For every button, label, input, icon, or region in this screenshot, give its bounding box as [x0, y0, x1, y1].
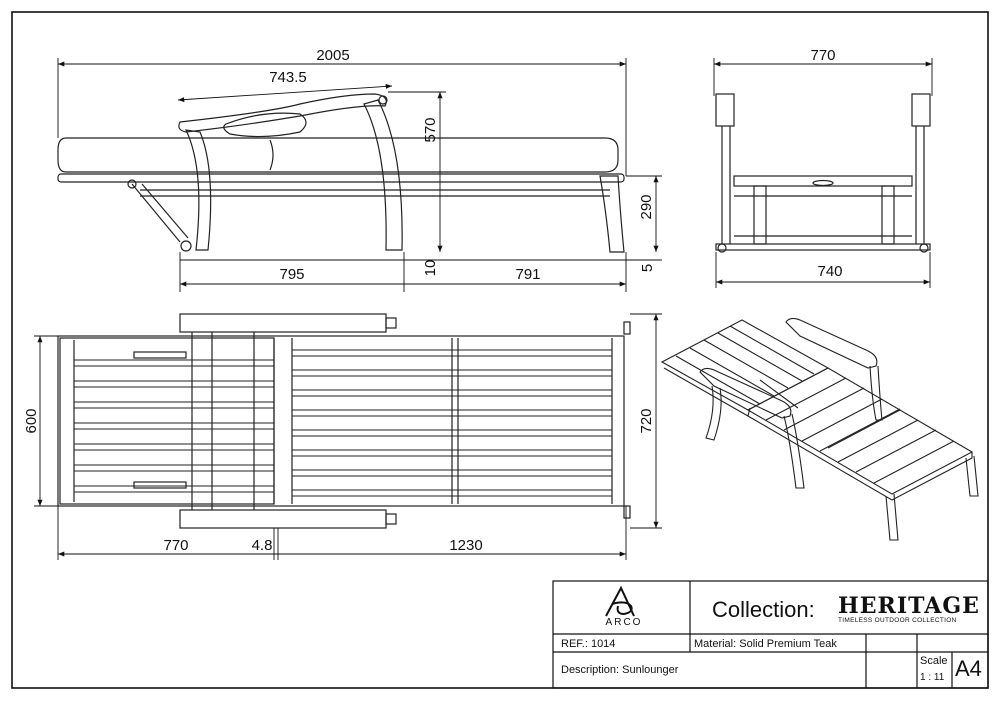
- dim-740-end: 740: [817, 263, 842, 280]
- description-text: Description: Sunlounger: [561, 664, 679, 676]
- side-view-dimensions: [57, 58, 662, 292]
- paper-size: A4: [955, 656, 982, 681]
- drawing-border: [11, 11, 989, 689]
- side-view: [57, 93, 625, 253]
- dim-10: 10: [422, 260, 439, 277]
- logo-name: ARCO: [605, 617, 643, 628]
- scale-value: 1 : 11: [920, 672, 945, 683]
- dim-770-end: 770: [810, 47, 835, 64]
- dim-770-plan: 770: [163, 537, 188, 554]
- end-view-dimensions: [713, 58, 933, 288]
- scale-label: Scale: [920, 655, 948, 667]
- brand-tagline: TIMELESS OUTDOOR COLLECTION: [838, 617, 957, 624]
- dim-791: 791: [515, 266, 540, 283]
- arco-logo-icon: [605, 585, 635, 617]
- material-text: Material: Solid Premium Teak: [694, 638, 837, 650]
- brand-name: HERITAGE: [838, 593, 980, 619]
- dim-5: 5: [639, 264, 656, 272]
- isometric-view: [660, 317, 979, 541]
- plan-view-dimensions: [34, 313, 662, 560]
- plan-view-slats: [74, 349, 612, 497]
- dim-720: 720: [638, 408, 655, 433]
- dim-600: 600: [23, 408, 40, 433]
- ref-number: REF.: 1014: [561, 638, 616, 650]
- end-view: [715, 93, 931, 253]
- dim-4-8: 4.8: [252, 537, 273, 554]
- dim-1230: 1230: [449, 537, 482, 554]
- collection-label: Collection:: [712, 597, 815, 622]
- title-block-grid: [552, 580, 989, 689]
- dim-795: 795: [279, 266, 304, 283]
- dim-290: 290: [638, 194, 655, 219]
- dim-743-5: 743.5: [269, 69, 307, 86]
- dim-2005: 2005: [316, 47, 349, 64]
- dim-570: 570: [422, 117, 439, 142]
